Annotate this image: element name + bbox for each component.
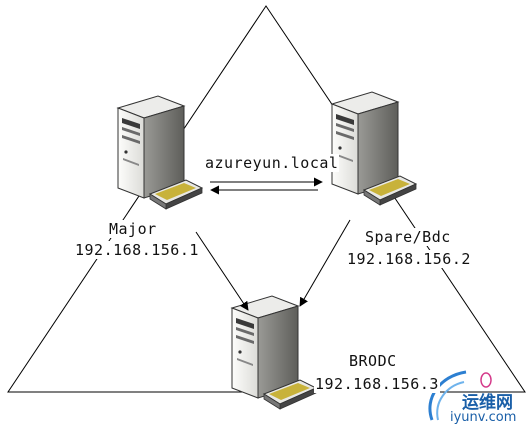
server-ip-brodc: 192.168.156.3 bbox=[314, 375, 440, 393]
watermark-site-cn: 运维网 bbox=[462, 393, 513, 413]
server-name-major: Major bbox=[108, 220, 158, 238]
watermark-site-url: iyunv.com bbox=[450, 410, 517, 425]
arrow-major-to-brodc bbox=[195, 231, 249, 311]
server-name-brodc: BRODC bbox=[348, 352, 398, 370]
server-ip-major: 192.168.156.1 bbox=[74, 241, 200, 259]
server-ip-spare: 192.168.156.2 bbox=[346, 250, 472, 268]
domain-label: azureyun.local bbox=[204, 154, 340, 172]
arrow-spare-to-brodc bbox=[299, 219, 351, 307]
server-icon-spare bbox=[331, 91, 417, 206]
server-icon-brodc bbox=[231, 295, 317, 410]
server-name-spare: Spare/Bdc bbox=[364, 228, 452, 246]
server-icon-major bbox=[117, 95, 203, 210]
